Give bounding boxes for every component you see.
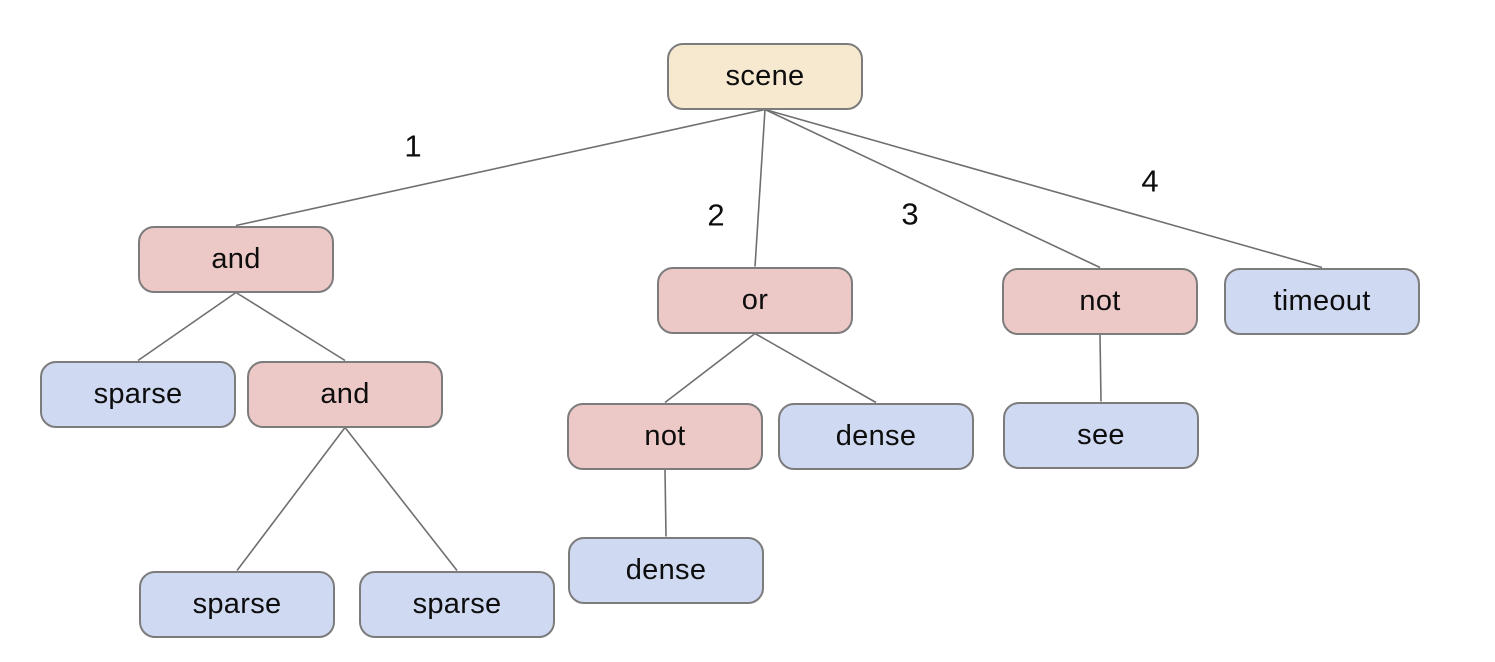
tree-edge-scene-to-and-1	[235, 108, 766, 227]
tree-node-dense-2: dense	[568, 536, 764, 604]
tree-node-dense-1: dense	[778, 402, 974, 470]
tree-node-scene: scene	[667, 42, 863, 110]
tree-edge-scene-to-or-1	[754, 109, 766, 267]
tree-node-not-2: not	[567, 402, 763, 470]
tree-edge-not-1-to-see-1	[1099, 334, 1102, 402]
tree-node-and-2: and	[247, 360, 443, 428]
tree-node-sparse-3: sparse	[359, 570, 555, 638]
tree-node-and-1: and	[138, 225, 334, 293]
tree-edge-and-1-to-and-2	[235, 291, 346, 362]
edge-label-1: 1	[404, 128, 422, 164]
tree-edge-or-1-to-not-2	[664, 332, 756, 404]
tree-node-or-1: or	[657, 266, 853, 334]
edge-label-2: 2	[707, 197, 725, 233]
tree-node-not-1: not	[1002, 267, 1198, 335]
tree-edge-or-1-to-dense-1	[754, 332, 877, 404]
tree-node-sparse-2: sparse	[139, 570, 335, 638]
tree-node-timeout-1: timeout	[1224, 267, 1420, 335]
tree-edge-scene-to-timeout-1	[764, 108, 1323, 269]
tree-edge-and-1-to-sparse-1	[137, 291, 237, 362]
edge-label-4: 4	[1141, 163, 1159, 199]
edge-label-3: 3	[901, 196, 919, 232]
tree-node-sparse-1: sparse	[40, 360, 236, 428]
tree-edge-and-2-to-sparse-3	[344, 427, 458, 571]
tree-edge-not-2-to-dense-2	[664, 469, 667, 537]
tree-edge-scene-to-not-1	[764, 108, 1101, 269]
tree-node-see-1: see	[1003, 401, 1199, 469]
tree-edge-and-2-to-sparse-2	[236, 427, 346, 571]
